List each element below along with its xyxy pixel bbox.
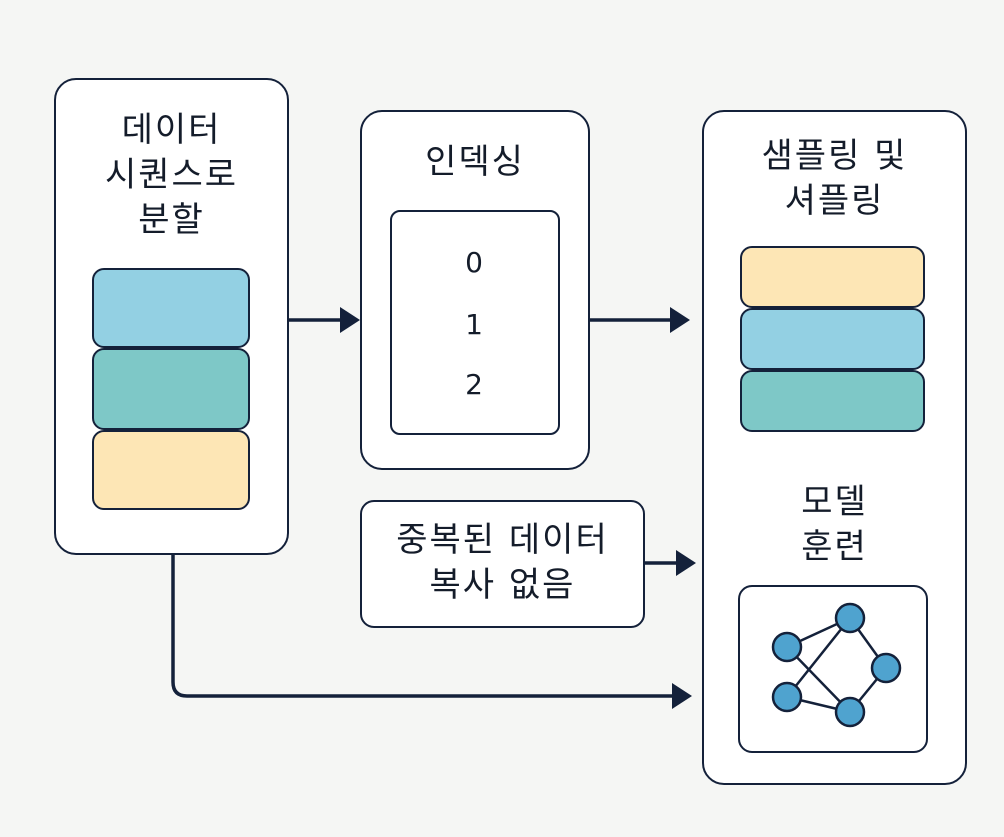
network-node: [870, 652, 902, 684]
arrowhead-split-to-training: [672, 683, 692, 709]
sequence-block-blue: [92, 268, 250, 348]
index-number-2: 2: [465, 368, 483, 401]
neural-network-icon: [771, 602, 902, 728]
training-title: 모델 훈련: [801, 482, 868, 567]
indexing-title: 인덱싱: [425, 142, 525, 182]
network-node: [834, 602, 866, 634]
indexing-inner-box: [390, 210, 560, 435]
no-copy-title: 중복된 데이터 복사 없음: [396, 520, 609, 605]
network-node: [834, 696, 866, 728]
sampling-title: 샘플링 및 셔플링: [761, 136, 908, 221]
split-title: 데이터 시퀀스로 분할: [104, 110, 239, 240]
arrow-split-to-training: [171, 555, 672, 698]
network-node: [771, 631, 803, 663]
shuffled-block-teal: [740, 370, 925, 432]
index-number-0: 0: [465, 246, 483, 279]
arrowhead-split-to-indexing: [340, 307, 360, 333]
no-copy-panel: [360, 500, 645, 628]
index-number-1: 1: [465, 308, 483, 341]
arrowhead-no-copy-to-training: [676, 550, 696, 576]
arrowhead-indexing-to-sampling: [670, 307, 690, 333]
shuffled-block-blue: [740, 308, 925, 370]
network-node: [771, 681, 803, 713]
shuffled-block-yellow: [740, 246, 925, 308]
sequence-block-yellow: [92, 430, 250, 510]
sequence-block-teal: [92, 348, 250, 430]
